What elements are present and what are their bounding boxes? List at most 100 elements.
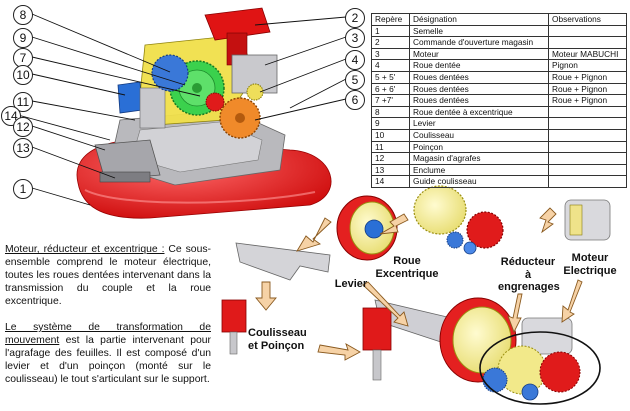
cell-observations: Pignon bbox=[548, 59, 627, 72]
cell-observations bbox=[548, 152, 627, 165]
cell-designation: Moteur bbox=[409, 47, 549, 61]
arrow-coulisseau bbox=[317, 343, 361, 361]
cell-designation: Roue dentée à excentrique bbox=[409, 105, 549, 119]
cell-designation: Roue dentée bbox=[409, 59, 549, 72]
slider-assembled bbox=[362, 307, 392, 351]
cell-repere: 12 bbox=[371, 152, 410, 165]
cell-observations bbox=[548, 105, 627, 119]
cell-observations: Moteur MABUCHI bbox=[548, 47, 627, 61]
cell-repere: 3 bbox=[371, 47, 410, 61]
cell-designation: Magasin d'agrafes bbox=[409, 152, 549, 165]
cell-repere: 4 bbox=[371, 59, 410, 72]
header-repere: Repère bbox=[371, 13, 410, 26]
callout-13: 13 bbox=[13, 138, 33, 158]
callout-10: 10 bbox=[13, 65, 33, 85]
callout-4: 4 bbox=[345, 50, 365, 70]
arrow-reducteur bbox=[507, 293, 523, 334]
cell-repere: 14 bbox=[371, 175, 410, 188]
pinion-red bbox=[205, 92, 225, 112]
cell-repere: 2 bbox=[371, 36, 410, 49]
cell-observations bbox=[548, 36, 627, 49]
cell-observations bbox=[548, 128, 627, 142]
exploded-view bbox=[221, 185, 611, 405]
cell-repere: 9 bbox=[371, 117, 410, 130]
paragraph-transformation: Le système de transformation de mouvemen… bbox=[5, 321, 211, 386]
header-designation: Désignation bbox=[409, 13, 549, 26]
cell-repere: 11 bbox=[371, 140, 410, 154]
callout-11: 11 bbox=[13, 92, 33, 112]
header-observations: Observations bbox=[548, 13, 627, 26]
arrows bbox=[255, 207, 583, 361]
arrow-levier bbox=[296, 217, 332, 252]
arrow-roue bbox=[379, 213, 409, 235]
cell-observations bbox=[548, 24, 627, 38]
label-moteur: Moteur Electrique bbox=[563, 252, 617, 277]
cell-observations bbox=[548, 117, 627, 130]
callout-1: 1 bbox=[13, 179, 33, 199]
cell-observations: Roue + Pignon bbox=[548, 82, 627, 96]
opening-control bbox=[204, 7, 271, 41]
paragraph-transformation-title: Le système de transformation de mouvemen… bbox=[5, 322, 211, 346]
cell-observations bbox=[548, 163, 627, 177]
arrow-levier-diag bbox=[362, 281, 409, 327]
cell-designation: Roues dentées bbox=[409, 82, 549, 96]
paragraph-moteur-body: Ce sous-ensemble comprend le moteur élec… bbox=[5, 244, 212, 307]
cell-observations bbox=[548, 175, 627, 188]
cell-observations bbox=[548, 140, 627, 154]
label-reducteur: Réducteur à engrenages bbox=[498, 256, 560, 293]
callout-2: 2 bbox=[345, 8, 365, 28]
stapler-assembly bbox=[76, 7, 332, 219]
cell-designation: Semelle bbox=[409, 24, 549, 38]
cell-repere: 5 + 5' bbox=[371, 70, 410, 84]
callout-8: 8 bbox=[13, 5, 33, 25]
cell-designation: Enclume bbox=[409, 163, 549, 177]
paragraph-moteur: Moteur, réducteur et excentrique : Ce so… bbox=[5, 243, 211, 308]
cell-designation: Guide coulisseau bbox=[409, 175, 549, 188]
cell-designation: Roues dentées bbox=[409, 94, 549, 107]
motor-assembled bbox=[521, 317, 573, 355]
cell-observations: Roue + Pignon bbox=[548, 70, 627, 84]
arrow-moteur bbox=[539, 207, 557, 234]
callout-5: 5 bbox=[345, 70, 365, 90]
slider-blue bbox=[117, 81, 143, 114]
slider-punch bbox=[221, 299, 247, 355]
gear-small-yellow bbox=[246, 83, 264, 101]
label-coulisseau: Coulisseau et Poinçon bbox=[248, 327, 307, 352]
label-levier: Levier bbox=[334, 278, 368, 290]
cell-repere: 7 +7' bbox=[371, 94, 410, 107]
paragraph-transformation-body: est la partie intervenant pour l'agrafag… bbox=[5, 335, 211, 385]
callout-12: 12 bbox=[13, 117, 33, 137]
cell-designation: Coulisseau bbox=[409, 128, 549, 142]
magazine bbox=[94, 139, 161, 181]
label-roue-excentrique: Roue Excentrique bbox=[375, 255, 439, 280]
arrow-lever-down bbox=[255, 281, 277, 311]
cell-repere: 13 bbox=[371, 163, 410, 177]
cell-designation: Poinçon bbox=[409, 140, 549, 154]
paragraph-moteur-title: Moteur, réducteur et excentrique : bbox=[5, 244, 165, 255]
cell-repere: 6 + 6' bbox=[371, 82, 410, 96]
arrow-moteur-down bbox=[561, 279, 583, 323]
cell-repere: 1 bbox=[371, 24, 410, 38]
cell-designation: Levier bbox=[409, 117, 549, 130]
cell-designation: Commande d'ouverture magasin bbox=[409, 36, 549, 49]
gear-blue bbox=[151, 54, 189, 92]
cell-repere: 10 bbox=[371, 128, 410, 142]
cell-repere: 8 bbox=[371, 105, 410, 119]
callout-6: 6 bbox=[345, 90, 365, 110]
gear-reducer-yellow bbox=[413, 185, 467, 235]
